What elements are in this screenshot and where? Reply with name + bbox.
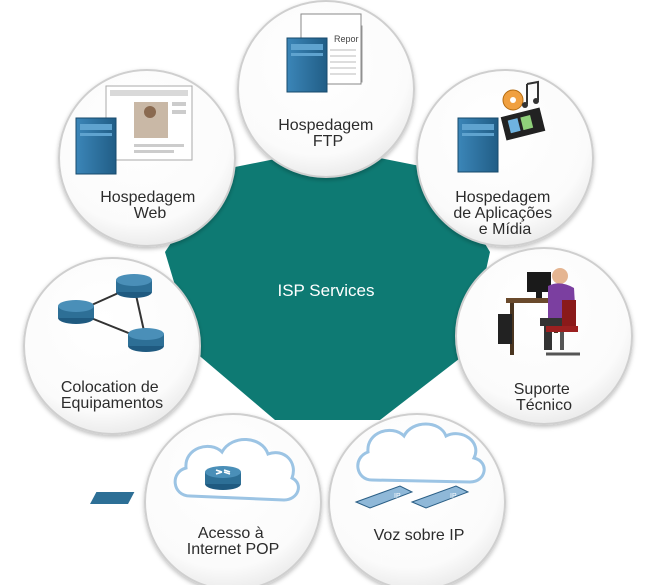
ip-phone-cloud-icon: IP IP <box>90 422 486 509</box>
phone-label: IP <box>394 493 401 500</box>
server-tower-icon <box>75 117 117 175</box>
phone-label: IP <box>450 493 457 500</box>
center-heptagon <box>165 148 490 420</box>
service-node-colocation[interactable]: Colocation de Equipamentos <box>23 257 201 435</box>
service-circle <box>144 413 322 585</box>
service-label: Colocation de Equipamentos <box>61 379 163 412</box>
service-label: Hospedagem FTP <box>278 117 378 150</box>
router-icon <box>58 300 94 324</box>
web-page-icon <box>105 85 193 161</box>
cloud-icon <box>356 422 486 484</box>
router-icon <box>116 274 152 298</box>
film-strip-icon <box>500 107 546 141</box>
service-circle <box>416 69 594 247</box>
service-node-technical-support[interactable]: Suporte Técnico <box>455 247 633 425</box>
ftp-server-icon: Repor <box>286 13 363 93</box>
office-chair-icon <box>546 300 580 356</box>
service-node-ftp-hosting[interactable]: Repor Hospedagem FTP <box>237 0 415 178</box>
web-server-icon <box>75 85 193 175</box>
music-disc-icon <box>502 80 539 111</box>
ip-phone-icon: IP <box>90 485 414 509</box>
service-node-app-media-hosting[interactable]: Hospedagem de Aplicações e Mídia <box>416 69 594 247</box>
router-network-icon <box>58 274 164 352</box>
service-label: Hospedagem de Aplicações e Mídia <box>453 189 556 238</box>
router-icon <box>128 328 164 352</box>
technician-at-desk-icon <box>498 268 580 356</box>
service-label: Acesso à Internet POP <box>187 525 280 558</box>
router-icon <box>205 466 241 490</box>
media-server-icon <box>457 80 546 173</box>
computer-tower-icon <box>498 314 512 344</box>
server-tower-icon <box>286 37 328 93</box>
router-cloud-icon <box>173 438 300 502</box>
server-tower-icon <box>457 117 499 173</box>
monitor-icon <box>527 272 551 298</box>
service-label: Suporte Técnico <box>514 381 575 414</box>
service-node-voip[interactable]: IP IP Voz sobre IP <box>90 413 506 585</box>
service-label: Hospedagem Web <box>100 189 200 222</box>
center-label: ISP Services <box>277 281 374 300</box>
service-node-internet-pop[interactable]: Acesso à Internet POP <box>144 413 322 585</box>
document-label: Repor <box>334 34 359 44</box>
service-node-web-hosting[interactable]: Hospedagem Web <box>58 69 236 247</box>
service-label: Voz sobre IP <box>374 527 465 544</box>
